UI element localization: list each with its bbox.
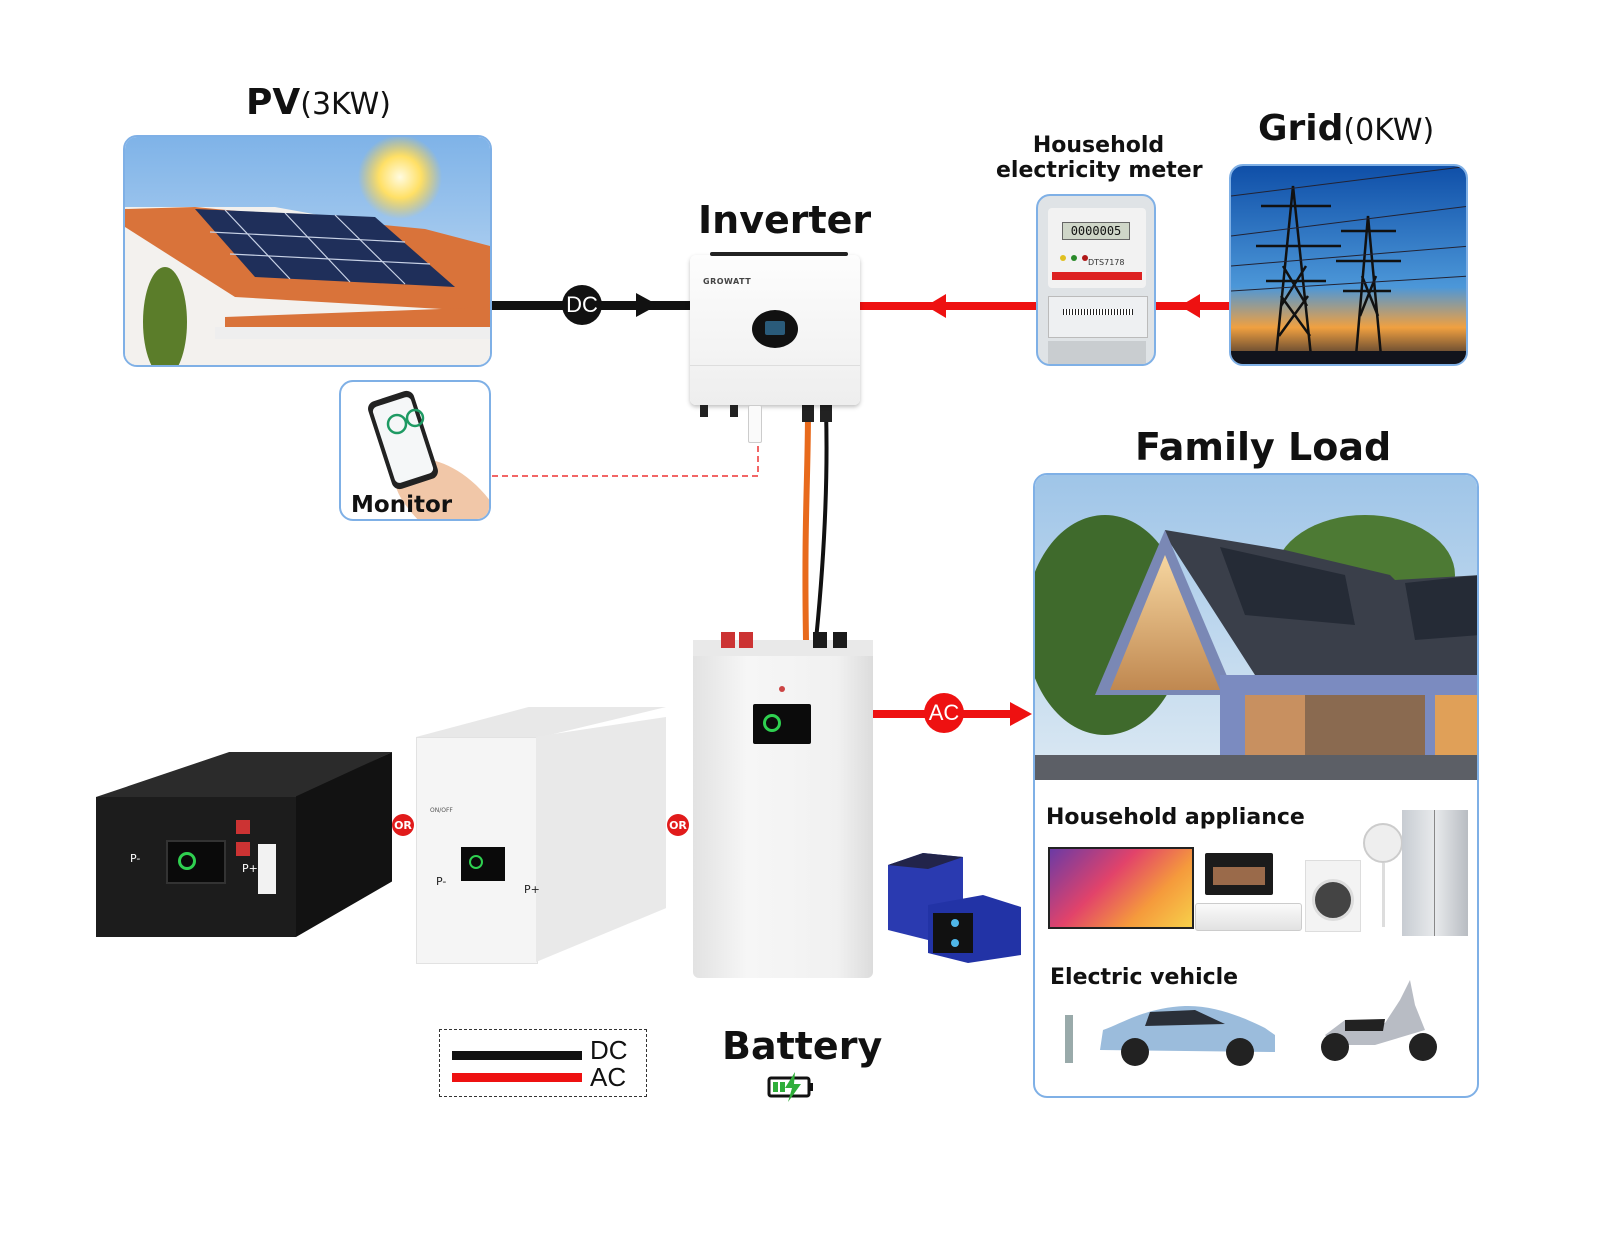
inverter-brand: GROWATT xyxy=(703,277,752,286)
appliance-oven xyxy=(1205,853,1273,895)
house-illustration xyxy=(1035,475,1477,780)
family-load-panel: Household appliance Electric vehicle xyxy=(1033,473,1479,1098)
tree-icon xyxy=(143,267,187,365)
ac-badge: AC xyxy=(924,693,964,733)
wifi-dongle xyxy=(748,405,762,443)
meter-terminal xyxy=(1048,341,1146,364)
power-tower-illustration xyxy=(1231,166,1466,364)
pv-capacity: (3KW) xyxy=(300,87,392,122)
battery-white-p-plus: P+ xyxy=(524,883,540,896)
appliance-refrigerator xyxy=(1402,810,1468,936)
legend-ac-line xyxy=(452,1073,582,1082)
ac-wire-meter-inverter xyxy=(858,302,1036,310)
pv-image xyxy=(123,135,492,367)
battery-black-screen xyxy=(166,840,226,884)
appliance-washer xyxy=(1305,860,1361,932)
inverter-panel-line xyxy=(690,365,860,366)
meter-nameplate xyxy=(1048,296,1148,338)
battery-white-p-minus: P- xyxy=(436,875,447,888)
lifepo4-cells-icon xyxy=(888,853,1021,963)
legend-ac-label: AC xyxy=(590,1062,627,1092)
battery-unit-white[interactable]: ON/OFF P- P+ xyxy=(416,707,666,972)
ev-heading: Electric vehicle xyxy=(1050,965,1239,990)
meter-title: Household electricity meter xyxy=(996,133,1203,183)
battery-white-side xyxy=(536,717,666,962)
ac-arrow-head-2 xyxy=(1180,294,1200,318)
battery-white-screen xyxy=(461,847,505,881)
sun-icon xyxy=(358,137,442,219)
pv-title: PV(3KW) xyxy=(246,82,392,123)
meter-model: DTS7178 xyxy=(1088,258,1125,267)
battery-black-breaker[interactable] xyxy=(258,844,276,894)
solar-roof-illustration xyxy=(125,137,490,365)
terminal-plus-2 xyxy=(236,842,250,856)
electric-scooter-icon xyxy=(1321,980,1437,1061)
battery-unit-vertical[interactable] xyxy=(693,632,873,978)
cabinet-power-button[interactable] xyxy=(779,686,785,692)
cabinet-top-terminals xyxy=(693,632,873,656)
grid-capacity: (0KW) xyxy=(1343,113,1435,148)
family-load-title: Family Load xyxy=(1135,425,1392,469)
cabinet-screen xyxy=(753,704,811,744)
electric-car-icon xyxy=(1100,1005,1275,1066)
monitor-dashed-link xyxy=(492,442,759,477)
meter-reading: 0000005 xyxy=(1062,222,1130,240)
monitor-label: Monitor xyxy=(351,492,453,518)
grid-image xyxy=(1229,164,1468,366)
meter-leds xyxy=(1060,246,1089,265)
terminal-plus-1 xyxy=(236,820,250,834)
inverter-display xyxy=(752,310,798,348)
appliance-fan xyxy=(1363,823,1403,933)
battery-charging-icon xyxy=(767,1072,813,1102)
battery-black-p-plus: P+ xyxy=(242,862,258,875)
phone-in-hand-icon xyxy=(368,390,489,519)
meter-face: 0000005 DTS7178 xyxy=(1048,208,1146,288)
grid-title: Grid(0KW) xyxy=(1258,108,1435,149)
battery-unit-black[interactable]: P- P+ xyxy=(96,752,392,942)
legend-dc-label: DC xyxy=(590,1035,628,1065)
monitor-panel[interactable]: Monitor xyxy=(339,380,491,521)
legend: DC AC xyxy=(439,1029,647,1097)
meter-image: 0000005 DTS7178 xyxy=(1036,194,1156,366)
ev-charger-icon xyxy=(1065,1015,1073,1063)
inverter-title: Inverter xyxy=(698,198,872,242)
battery-black-p-minus: P- xyxy=(130,852,141,865)
dc-badge: DC xyxy=(562,285,602,325)
appliance-tv xyxy=(1048,847,1194,929)
appliance-ac xyxy=(1195,903,1302,931)
battery-white-onoff[interactable]: ON/OFF xyxy=(430,807,453,814)
inverter-device[interactable]: GROWATT xyxy=(690,252,860,443)
ac-arrow-head-1 xyxy=(926,294,946,318)
inverter-connectors xyxy=(700,405,760,419)
meter-red-label xyxy=(1052,272,1142,280)
dc-arrow-head xyxy=(636,293,658,317)
ac-arrow-head-3 xyxy=(1010,702,1032,726)
legend-dc-line xyxy=(452,1051,582,1060)
battery-title: Battery xyxy=(722,1024,883,1068)
inverter-battery-cables xyxy=(802,400,832,641)
inverter-top-bar xyxy=(710,252,848,256)
or-badge-1: OR xyxy=(392,814,414,836)
or-badge-2: OR xyxy=(667,814,689,836)
appliance-heading: Household appliance xyxy=(1046,805,1305,830)
